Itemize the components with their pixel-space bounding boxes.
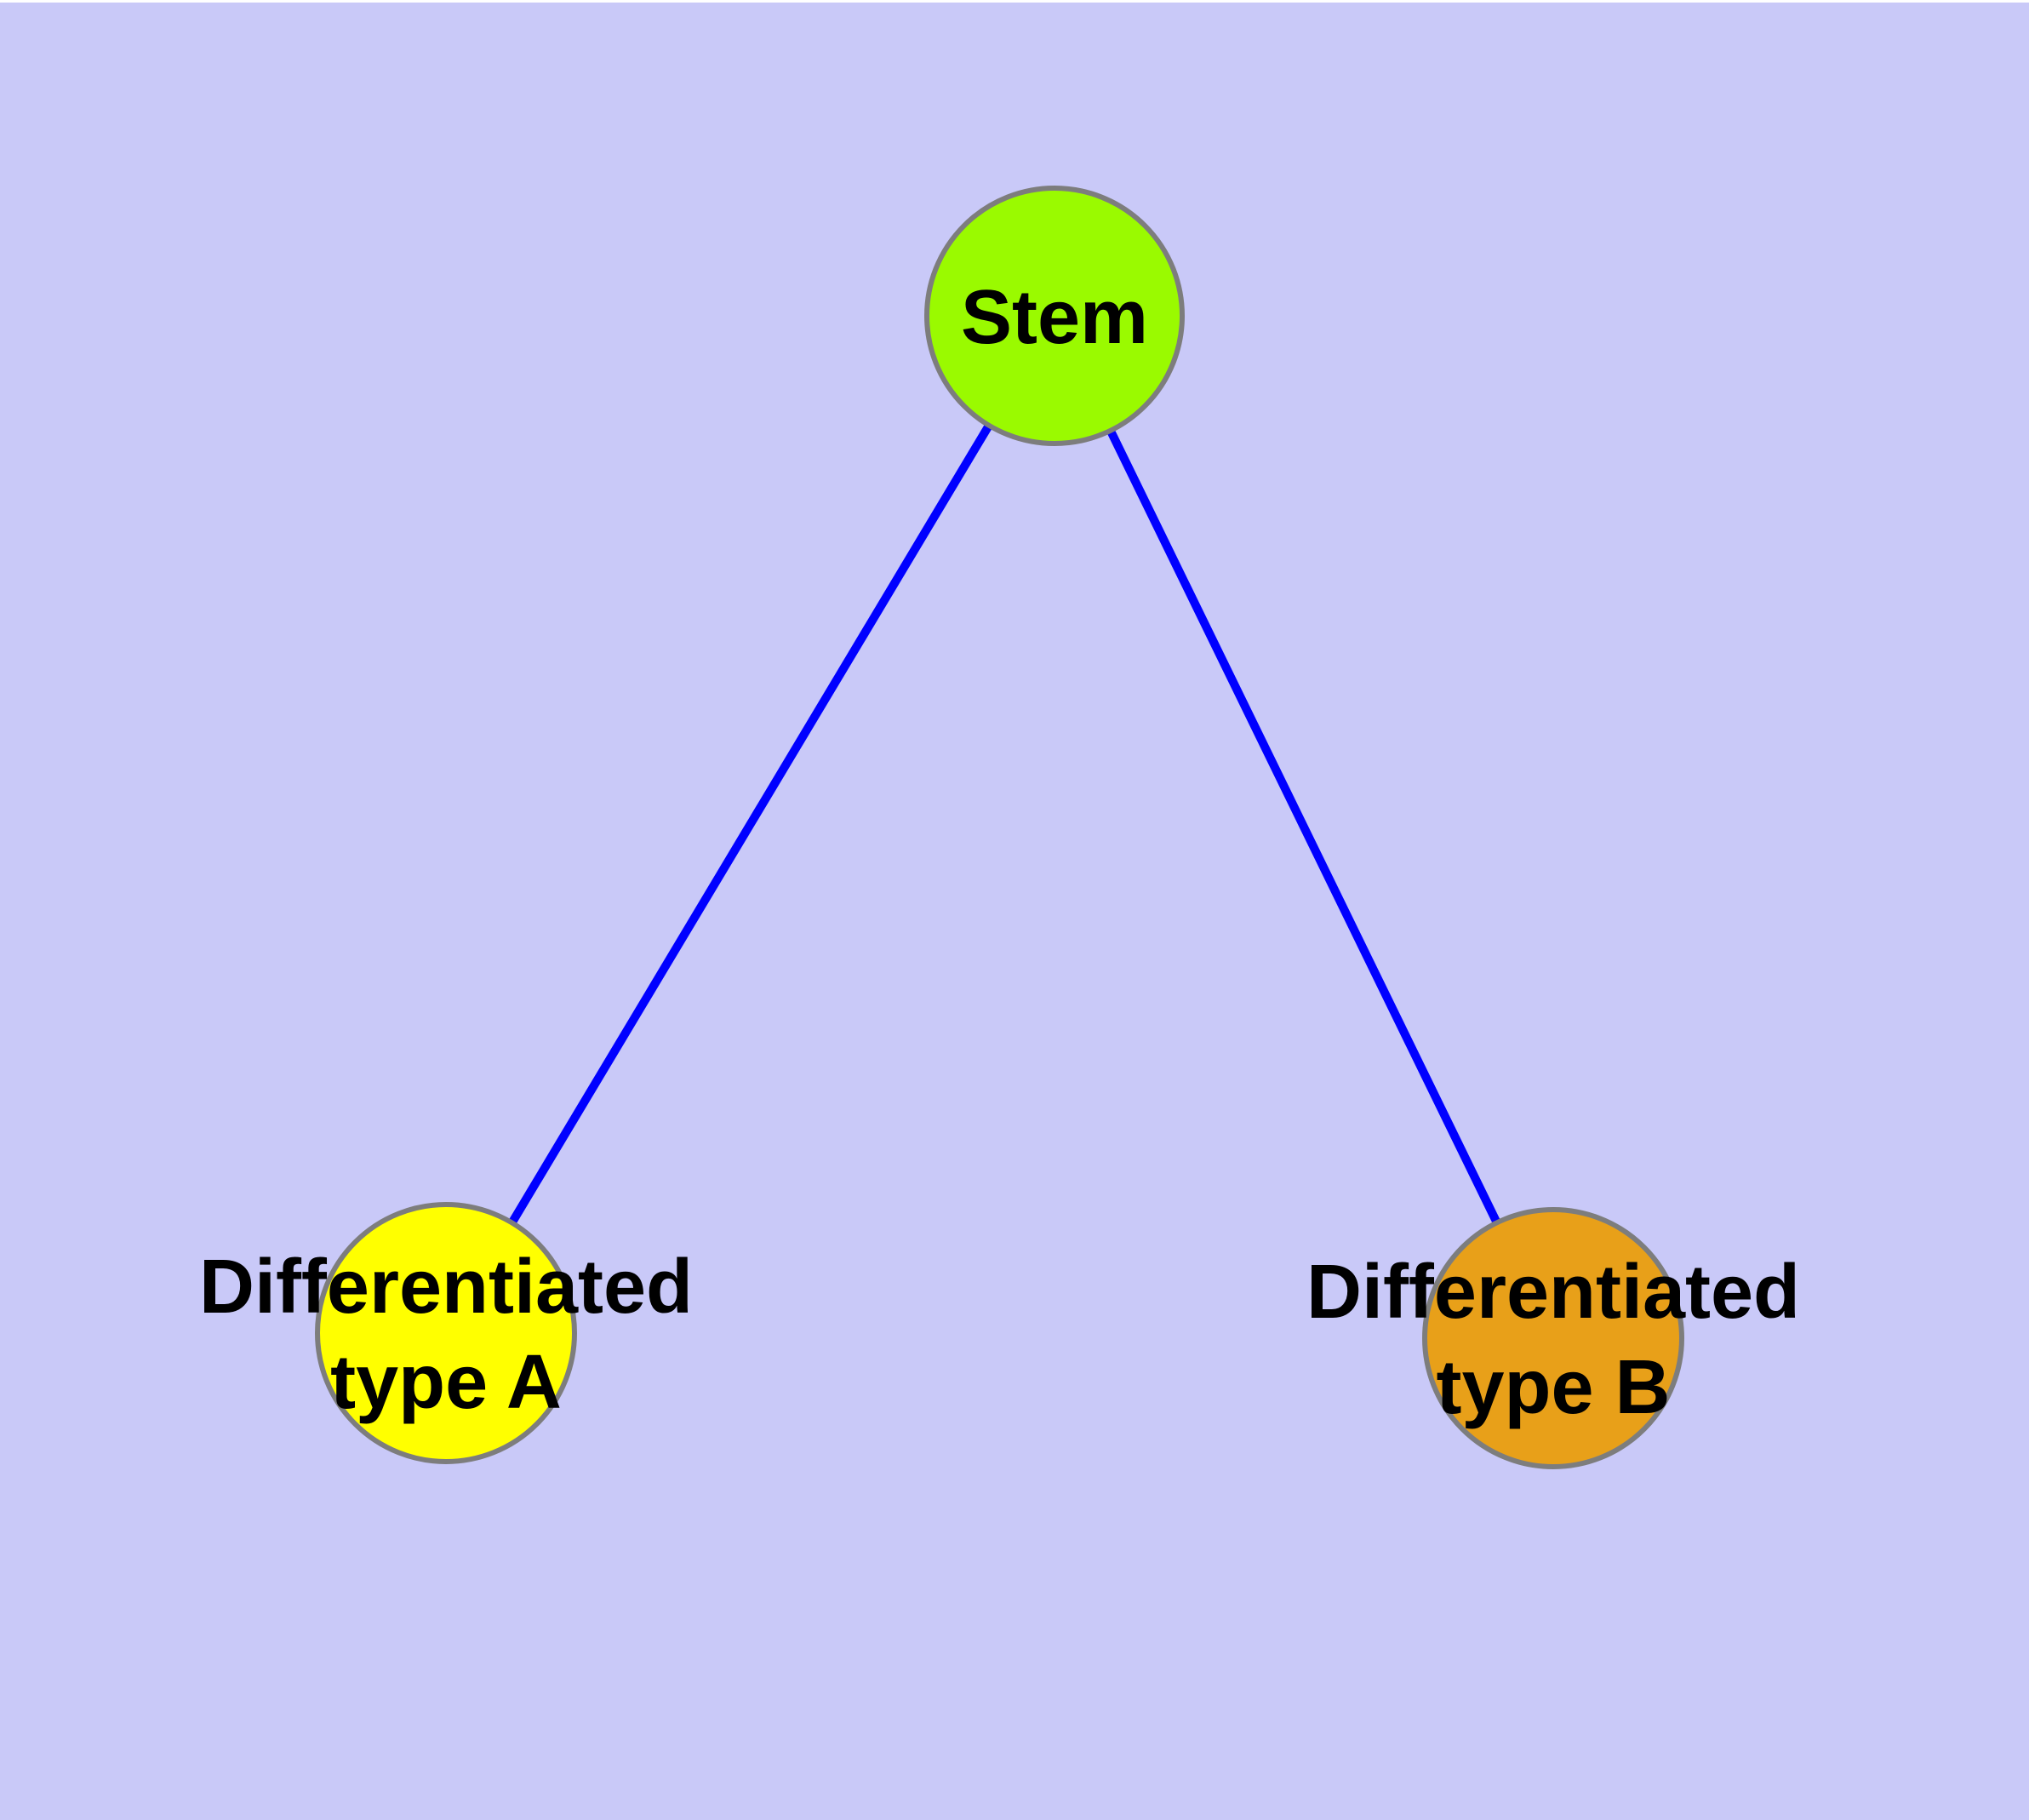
node-stem: Stem bbox=[924, 186, 1185, 446]
node-circle-stem bbox=[924, 186, 1185, 446]
node-label-differentiated-type-b-line-1: Differentiated bbox=[1306, 1250, 1800, 1335]
node-differentiated-type-a: Differentiated type A bbox=[199, 1202, 693, 1464]
node-circle-differentiated-type-b bbox=[1422, 1207, 1684, 1469]
node-label-differentiated-type-a-line-1: Differentiated bbox=[199, 1245, 693, 1330]
node-differentiated-type-b: Differentiated type B bbox=[1306, 1207, 1800, 1469]
edge-stem-to-differentiated-type-b bbox=[1050, 313, 1557, 1341]
edge-stem-to-differentiated-type-a bbox=[442, 313, 1059, 1336]
node-circle-differentiated-type-a bbox=[315, 1202, 577, 1464]
node-label-differentiated-type-a-line-2: type A bbox=[330, 1340, 562, 1425]
node-label-differentiated-type-b-line-2: type B bbox=[1436, 1345, 1670, 1430]
node-label-stem-line-1: Stem bbox=[961, 275, 1148, 360]
